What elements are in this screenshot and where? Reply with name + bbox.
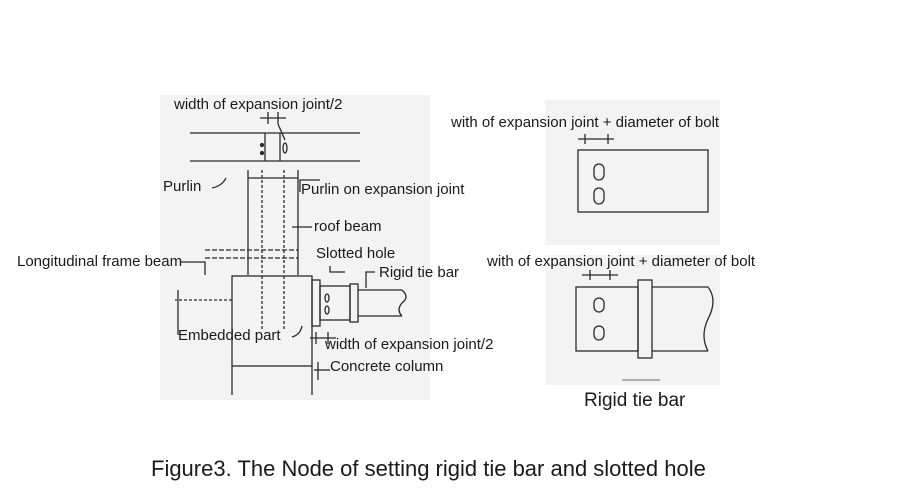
- right-bottom-detail: [575, 270, 714, 381]
- embedded-part-label: Embedded part: [178, 327, 281, 344]
- scan-background: [160, 95, 720, 400]
- longitudinal-beam-label: Longitudinal frame beam: [17, 253, 183, 270]
- width-half-bottom-label: width of expansion joint/2: [325, 336, 494, 353]
- left-detail-drawing: [175, 112, 407, 395]
- rigid-tie-bar-caption: Rigid tie bar: [584, 390, 686, 411]
- right-top-detail: [577, 134, 709, 213]
- slotted-hole-label: Slotted hole: [316, 245, 396, 262]
- roof-beam-label: roof beam: [314, 218, 382, 235]
- purlin-on-joint-label: Purlin on expansion joint: [301, 181, 465, 198]
- width-half-top-label: width of expansion joint/2: [174, 96, 343, 113]
- right-bottom-dimension-label: with of expansion joint + diameter of bo…: [487, 253, 756, 270]
- concrete-column-label: Concrete column: [330, 358, 444, 375]
- figure-caption: Figure3. The Node of setting rigid tie b…: [151, 456, 706, 481]
- rigid-tie-bar-label: Rigid tie bar: [379, 264, 460, 281]
- right-top-dimension-label: with of expansion joint + diameter of bo…: [451, 114, 720, 131]
- purlin-label: Purlin: [163, 178, 202, 195]
